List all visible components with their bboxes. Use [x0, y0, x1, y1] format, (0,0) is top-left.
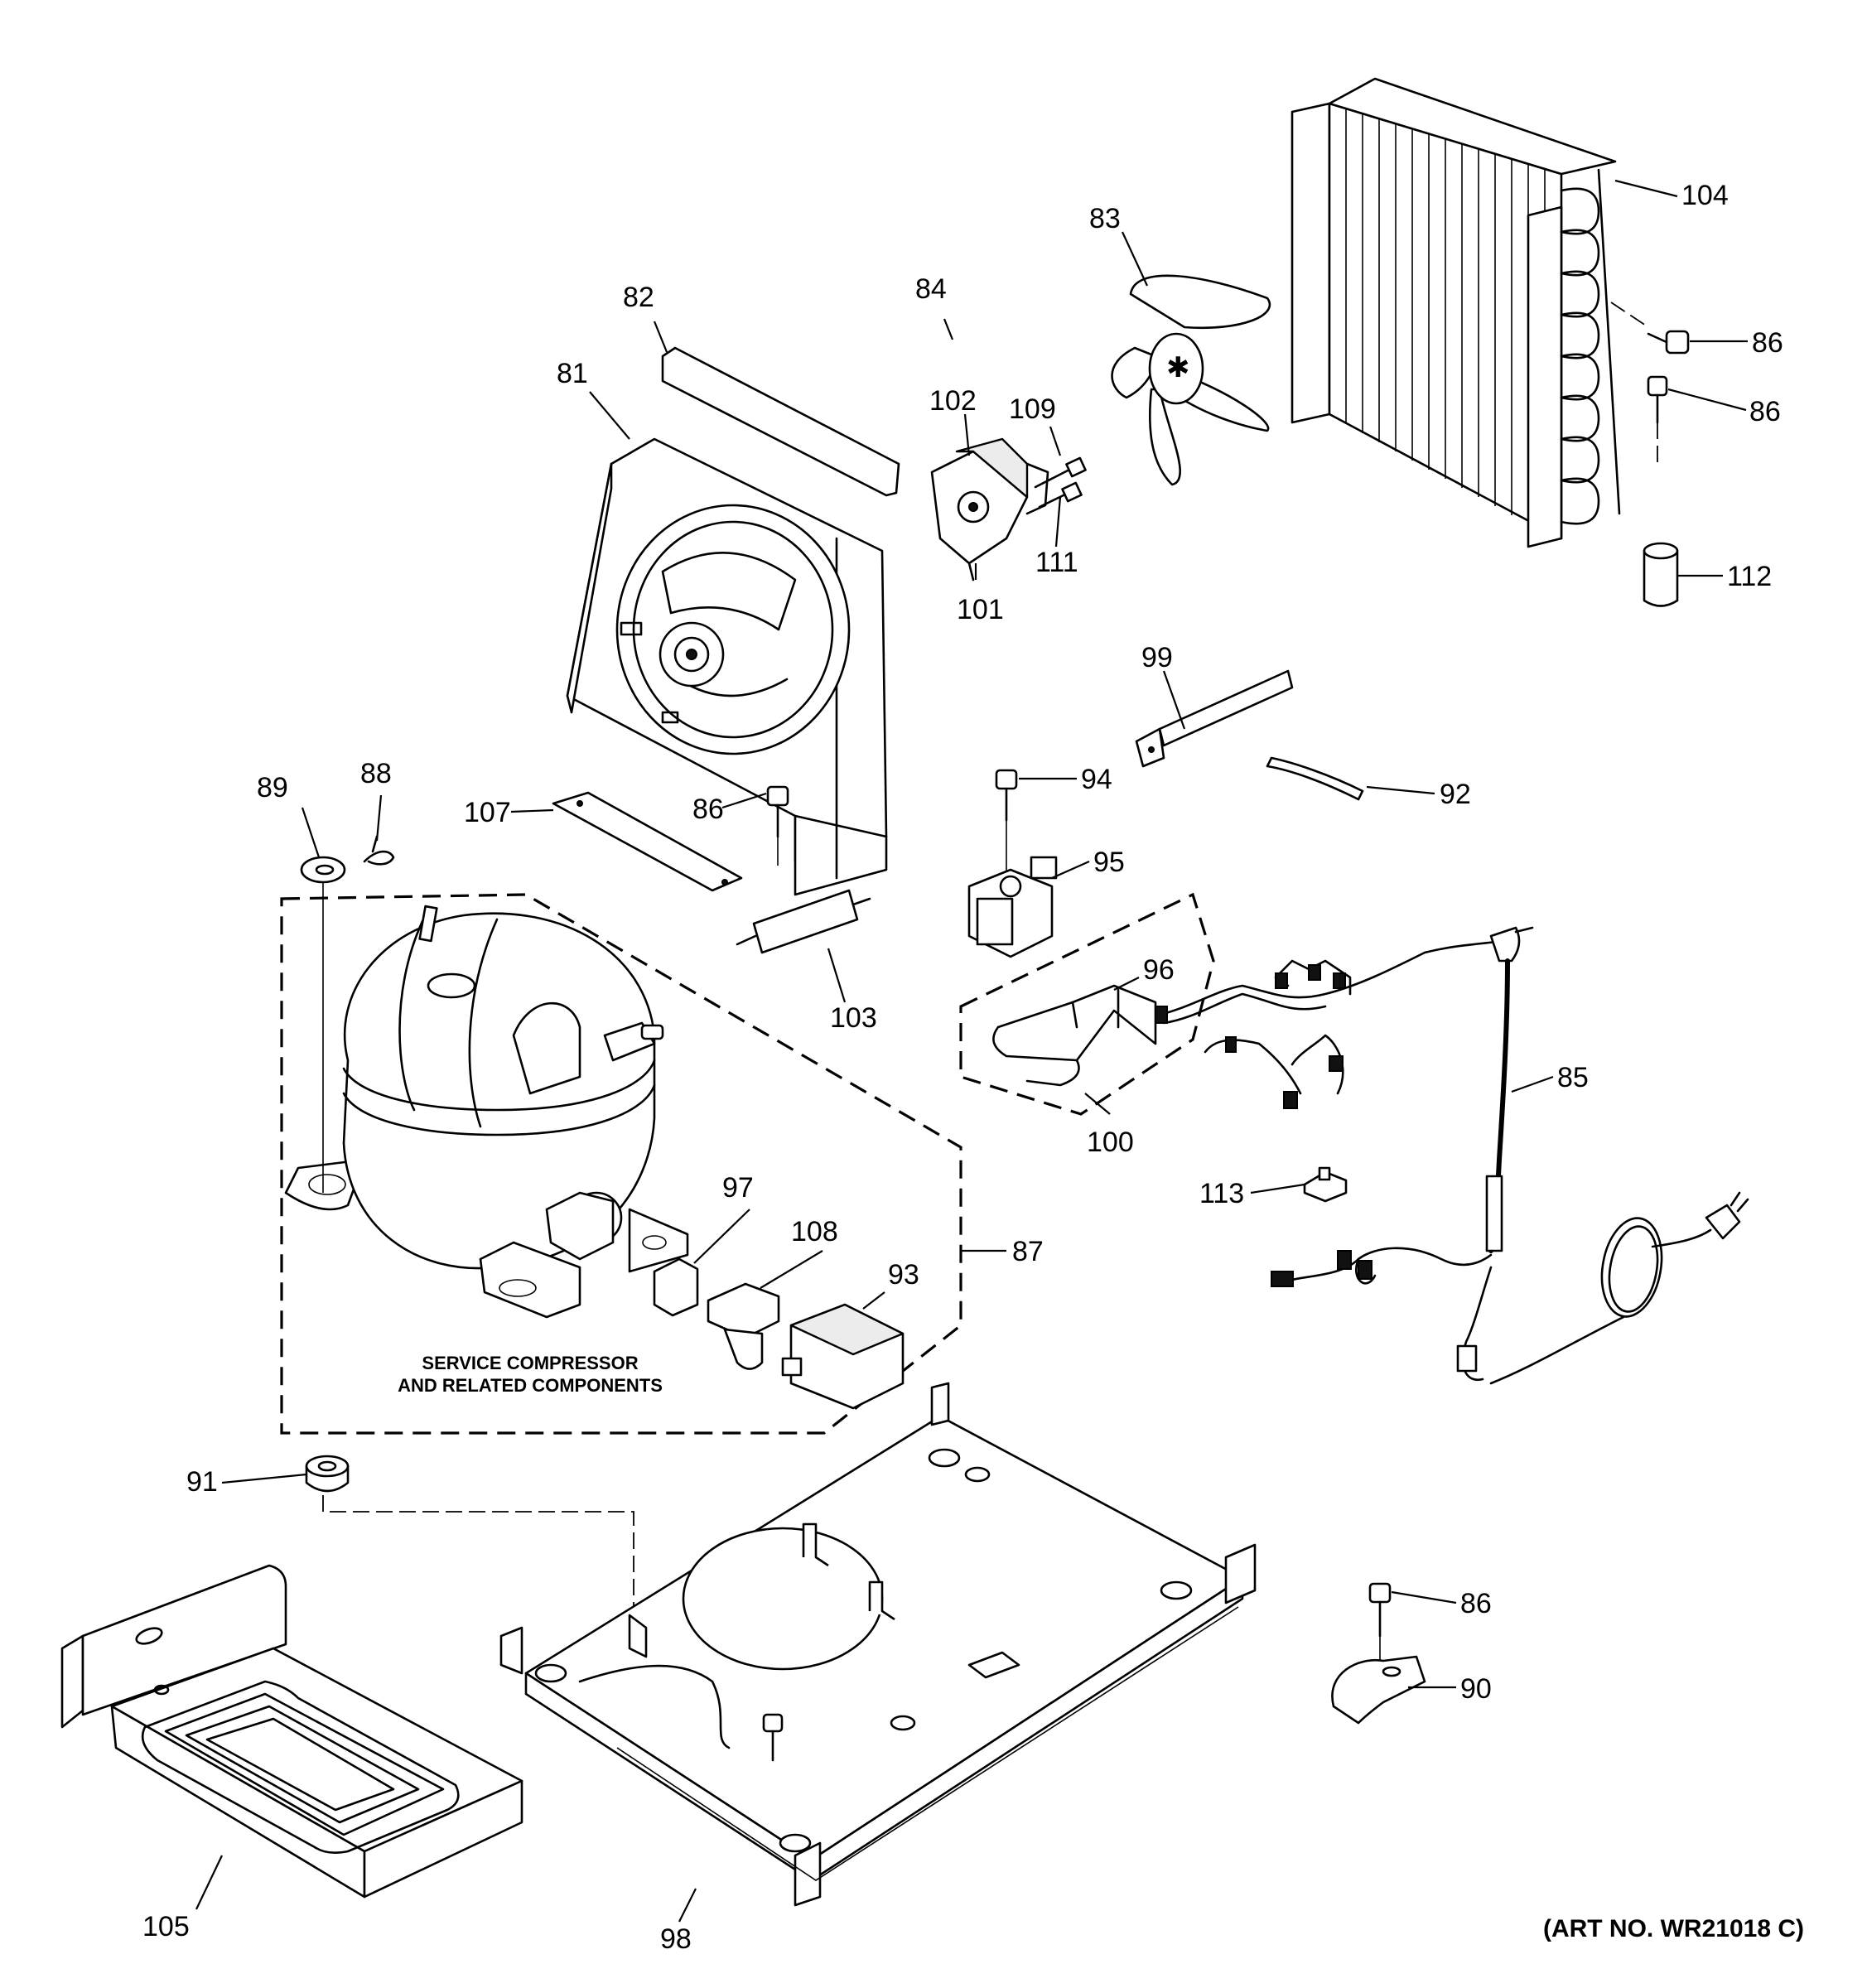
callout-89: 89	[257, 772, 288, 803]
shim-plate	[552, 791, 743, 892]
callout-99: 99	[1141, 642, 1173, 673]
gasket-strip	[661, 346, 900, 497]
callout-84: 84	[915, 273, 947, 305]
drier-cap	[1643, 542, 1679, 607]
screw-valve	[995, 769, 1018, 874]
run-capacitor	[781, 1303, 905, 1410]
callout-107: 107	[464, 797, 511, 828]
start-relay	[707, 1282, 780, 1370]
floor-outline	[616, 1606, 1239, 1881]
screw-condenser-a	[1647, 330, 1690, 355]
callout-92: 92	[1440, 779, 1471, 810]
drain-pan	[60, 1564, 523, 1899]
valve-solenoid	[967, 856, 1058, 958]
compressor-group-outline	[280, 893, 962, 1435]
callout-102: 102	[929, 385, 977, 417]
callout-86-b: 86	[1749, 396, 1781, 427]
service-note-line2: AND RELATED COMPONENTS	[398, 1375, 663, 1396]
overload-part	[653, 1257, 699, 1317]
callout-86-d: 86	[1460, 1588, 1492, 1619]
callout-81: 81	[557, 358, 588, 389]
callout-87: 87	[1012, 1236, 1044, 1267]
wire-clip	[1303, 1166, 1348, 1203]
condenser	[1290, 77, 1621, 548]
callout-94: 94	[1081, 764, 1112, 795]
leader-lines	[195, 179, 1748, 1923]
wire-harness	[1155, 926, 1749, 1385]
callout-109: 109	[1009, 393, 1056, 425]
callout-104: 104	[1681, 180, 1729, 211]
callout-90: 90	[1460, 1673, 1492, 1705]
callout-113: 113	[1199, 1178, 1244, 1209]
filter-drier	[736, 889, 871, 954]
callout-95: 95	[1093, 847, 1125, 878]
art-number: (ART NO. WR21018 C)	[1543, 1915, 1804, 1942]
compressor	[284, 905, 689, 1319]
base-plate	[499, 1382, 1257, 1907]
fan-motor	[930, 437, 1087, 581]
fan-hub-mark: ✱	[1166, 352, 1190, 384]
mount-bracket	[1331, 1655, 1426, 1725]
callout-86-a: 86	[1752, 327, 1783, 359]
bracket-wire	[992, 984, 1157, 1087]
clip-small	[363, 835, 395, 866]
foot-grommet	[305, 1455, 350, 1493]
condenser-fan-blade: ✱	[1111, 274, 1271, 486]
callout-97: 97	[722, 1172, 754, 1204]
grommet	[300, 856, 346, 884]
callout-83: 83	[1089, 203, 1121, 234]
fan-shroud-bracket	[566, 437, 888, 896]
callout-112: 112	[1727, 561, 1772, 592]
callout-98: 98	[660, 1923, 692, 1955]
callout-91: 91	[186, 1466, 218, 1498]
callout-103: 103	[830, 1002, 877, 1034]
screw-condenser-b	[1647, 375, 1668, 424]
callout-105: 105	[142, 1911, 190, 1942]
callout-82: 82	[623, 282, 654, 313]
callout-101: 101	[957, 594, 1004, 625]
screw-bracket	[766, 785, 789, 866]
callout-111: 111	[1035, 547, 1078, 578]
tube-link	[1266, 756, 1364, 801]
callout-96: 96	[1143, 954, 1175, 986]
cable-tie	[1135, 669, 1294, 768]
callout-85: 85	[1557, 1062, 1589, 1093]
callout-108: 108	[791, 1216, 838, 1247]
callout-86-c: 86	[692, 794, 724, 825]
screw-bracket-90	[1368, 1582, 1392, 1665]
group-outline-100	[959, 892, 1215, 1116]
callout-labels: 82 81 83 84 102 109 111 101 104 86 86 11…	[142, 180, 1804, 1955]
callout-100: 100	[1087, 1127, 1134, 1158]
callout-88: 88	[360, 758, 392, 789]
service-note-line1: SERVICE COMPRESSOR	[422, 1353, 638, 1373]
callout-93: 93	[888, 1259, 919, 1291]
